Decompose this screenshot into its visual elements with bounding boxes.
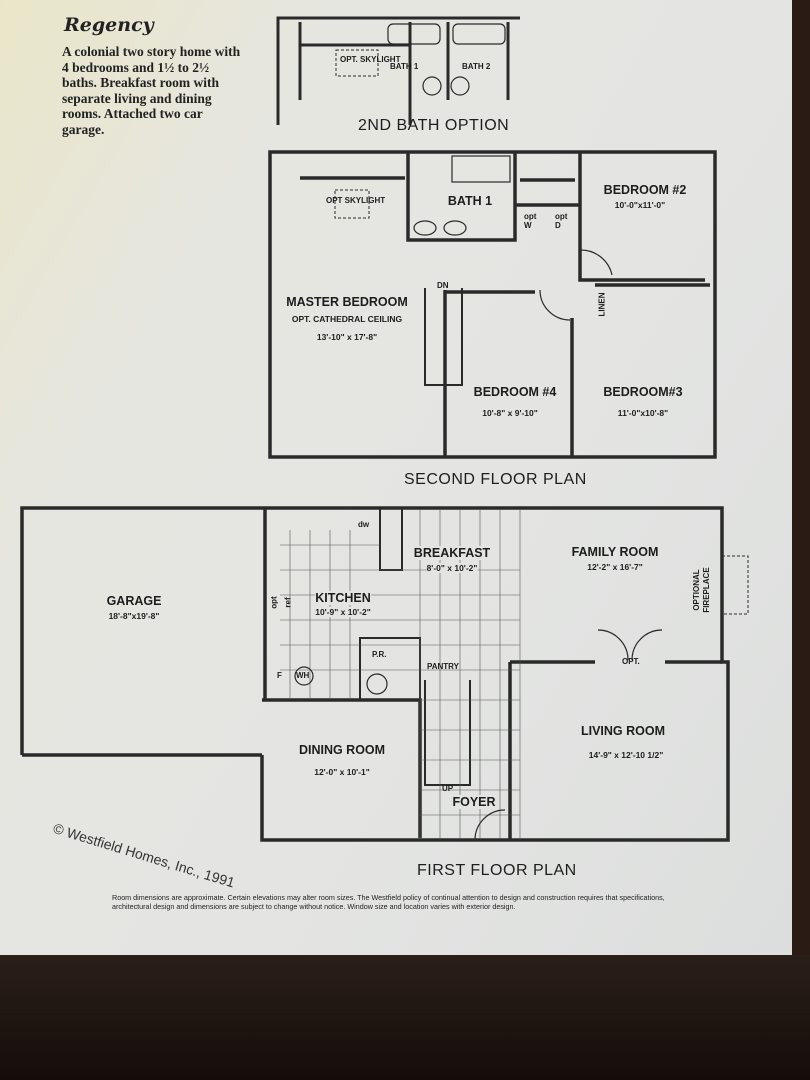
kitchen-dim: 10'-9" x 10'-2"	[315, 607, 371, 617]
fireplace-label: OPTIONAL FIREPLACE	[692, 567, 711, 613]
floor-plan-sheet	[0, 0, 792, 955]
plan-title: Regency	[64, 14, 154, 36]
master-bedroom-dim: 13'-10" x 17'-8"	[316, 332, 378, 342]
bath-option-skylight-label: OPT. SKYLIGHT	[340, 55, 401, 64]
disclaimer: Room dimensions are approximate. Certain…	[112, 893, 665, 911]
opt-washer-label: opt W	[524, 212, 537, 230]
linen-label: LINEN	[597, 292, 607, 317]
bath1-label: BATH 1	[447, 194, 493, 208]
ref-label: ref	[283, 597, 293, 608]
bedroom2-label: BEDROOM #2	[603, 183, 687, 197]
opt-dryer-label: opt D	[555, 212, 568, 230]
bedroom4-label: BEDROOM #4	[473, 385, 557, 399]
bath-option-plan	[276, 16, 520, 125]
plan-description: A colonial two story home with 4 bedroom…	[62, 44, 241, 137]
garage-label: GARAGE	[106, 594, 162, 608]
stairs-up-label: UP	[442, 784, 454, 793]
living-room-label: LIVING ROOM	[580, 724, 666, 738]
dining-room-dim: 12'-0" x 10'-1"	[314, 767, 370, 777]
stairs-down-label: DN	[437, 281, 449, 290]
bedroom4-dim: 10'-8" x 9'-10"	[482, 408, 538, 418]
first-floor-plan	[20, 506, 749, 842]
background-table	[0, 955, 810, 1080]
bath-option-bath1-label: BATH 1	[390, 62, 419, 71]
first-floor-caption: FIRST FLOOR PLAN	[417, 862, 577, 879]
opt-label: opt	[269, 596, 279, 609]
powder-room-label: P.R.	[372, 650, 387, 659]
living-room-dim: 14'-9" x 12'-10 1/2"	[588, 750, 664, 760]
master-bedroom-note: OPT. CATHEDRAL CEILING	[291, 314, 403, 324]
bedroom3-label: BEDROOM#3	[603, 385, 683, 399]
kitchen-label: KITCHEN	[315, 591, 371, 605]
foyer-label: FOYER	[452, 795, 496, 809]
bedroom2-dim: 10'-0"x11'-0"	[614, 200, 666, 210]
second-floor-caption: SECOND FLOOR PLAN	[404, 471, 587, 488]
second-floor-plan	[268, 150, 717, 459]
family-room-dim: 12'-2" x 16'-7"	[587, 562, 643, 572]
bath-option-bath2-label: BATH 2	[462, 62, 491, 71]
family-room-label: FAMILY ROOM	[571, 545, 659, 559]
bath-option-caption: 2ND BATH OPTION	[358, 117, 510, 134]
breakfast-dim: 8'-0" x 10'-2"	[426, 563, 478, 573]
furnace-label: F	[277, 671, 282, 680]
master-bedroom-label: MASTER BEDROOM	[286, 295, 408, 309]
floor-plan-drawing	[20, 16, 749, 842]
dining-room-label: DINING ROOM	[298, 743, 386, 757]
opt-door-label: OPT.	[622, 657, 640, 666]
garage-dim: 18'-8"x19'-8"	[108, 611, 160, 621]
dishwasher-label: dw	[358, 520, 370, 529]
water-heater-label: WH	[296, 671, 310, 680]
bedroom3-dim: 11'-0"x10'-8"	[617, 408, 669, 418]
breakfast-label: BREAKFAST	[413, 546, 491, 560]
background-wood	[792, 0, 810, 955]
pantry-label: PANTRY	[427, 662, 459, 671]
skylight-label: OPT SKYLIGHT	[326, 196, 386, 205]
